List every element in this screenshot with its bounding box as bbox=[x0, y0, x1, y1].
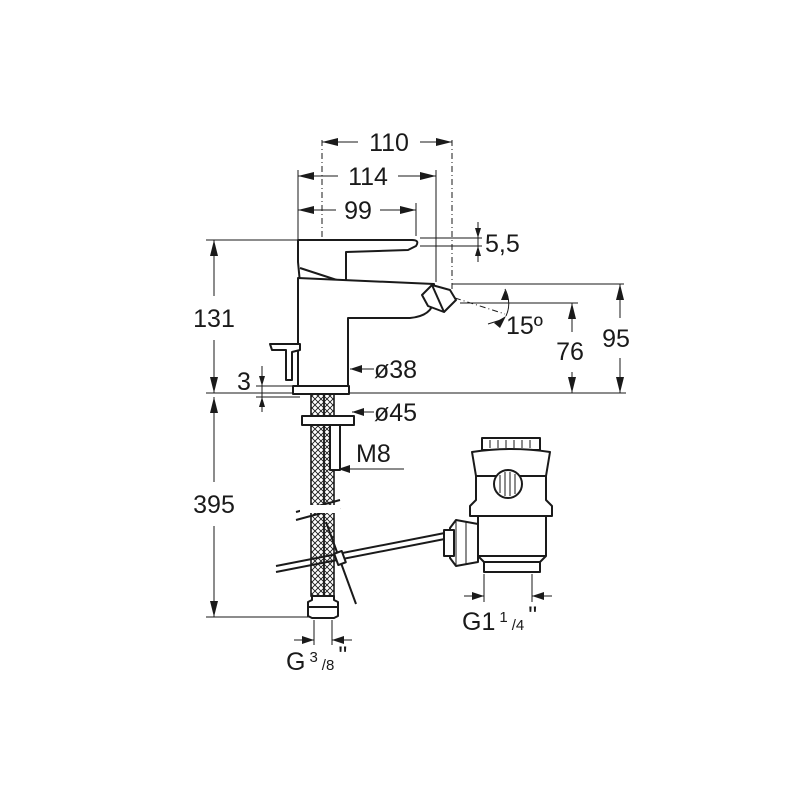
mixer-body bbox=[269, 239, 457, 395]
dim-95: 95 bbox=[602, 284, 630, 393]
dim-3: 3 bbox=[237, 366, 300, 412]
dim-395: 395 bbox=[193, 397, 235, 617]
hose-thread-label: G 3 /8 " bbox=[286, 642, 347, 676]
dim-95-label: 95 bbox=[602, 325, 630, 353]
popup-rod bbox=[269, 343, 301, 381]
dim-110-label: 110 bbox=[369, 129, 409, 157]
threaded-stud-m8 bbox=[329, 424, 341, 471]
dim-m8: M8 bbox=[338, 440, 404, 473]
dim-395-label: 395 bbox=[193, 491, 235, 519]
base-ring bbox=[292, 385, 350, 395]
dim-76: 76 bbox=[556, 303, 584, 393]
dim-131: 131 bbox=[193, 240, 235, 393]
dim-110: 110 bbox=[322, 129, 452, 157]
dim-114-label: 114 bbox=[348, 163, 388, 191]
dim-15-degree: 15º bbox=[454, 288, 543, 340]
right-dimensions: 95 76 15º ø38 ø45 bbox=[338, 283, 630, 473]
dim-m8-label: M8 bbox=[356, 440, 391, 468]
mixer-lever bbox=[297, 239, 419, 284]
dim-131-label: 131 bbox=[193, 305, 235, 333]
dim-99: 99 bbox=[298, 197, 416, 225]
dim-99-label: 99 bbox=[344, 197, 372, 225]
popup-waste: G1 1 /4 " bbox=[443, 437, 553, 636]
dim-76-label: 76 bbox=[556, 338, 584, 366]
waste-grill bbox=[493, 469, 523, 499]
dim-5-5: 5,5 bbox=[420, 222, 520, 262]
dim-o45-label: ø45 bbox=[374, 399, 417, 427]
left-dimensions: 131 395 3 bbox=[193, 239, 310, 618]
dim-15-label: 15º bbox=[506, 312, 543, 340]
dim-body-diameter: ø38 bbox=[350, 356, 417, 384]
dim-3-label: 3 bbox=[237, 368, 251, 396]
popup-link-rod-edge bbox=[275, 535, 461, 573]
dim-5-5-label: 5,5 bbox=[485, 230, 520, 258]
fixing-washer bbox=[301, 415, 355, 426]
waste-thread-dim: G1 1 /4 " bbox=[462, 574, 552, 636]
popup-link-rod bbox=[275, 529, 461, 567]
waste-side-collar bbox=[443, 529, 455, 557]
waste-body bbox=[469, 475, 553, 573]
dim-base-diameter: ø45 bbox=[352, 399, 417, 427]
dim-114: 114 bbox=[298, 163, 436, 191]
top-dimensions: 110 114 99 5,5 bbox=[297, 129, 520, 290]
under-deck: G 3 /8 " bbox=[275, 393, 461, 676]
waste-thread-label: G1 1 /4 " bbox=[462, 602, 537, 636]
dim-o38-label: ø38 bbox=[374, 356, 417, 384]
link-clamp bbox=[333, 549, 347, 567]
hose-thread-dim: G 3 /8 " bbox=[286, 620, 352, 676]
